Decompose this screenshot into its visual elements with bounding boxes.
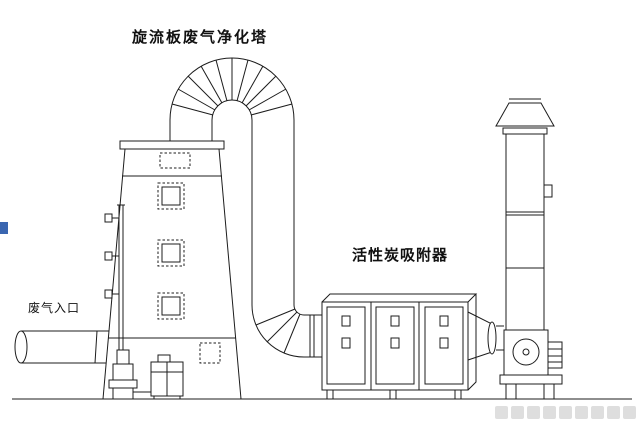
label-adsorber: 活性炭吸附器 — [352, 246, 448, 264]
outlet-reducer — [467, 311, 504, 361]
label-inlet: 废气入口 — [28, 300, 80, 315]
watermark-block — [559, 406, 572, 419]
watermark-block — [623, 406, 636, 419]
scrubber-tower — [102, 140, 242, 400]
watermark-block — [511, 406, 524, 419]
inlet-pipe — [14, 330, 109, 364]
circulation-pump — [108, 349, 151, 399]
watermark — [495, 406, 636, 419]
control-box — [150, 354, 184, 399]
carbon-adsorber — [321, 293, 478, 400]
watermark-block — [591, 406, 604, 419]
watermark-block — [495, 406, 508, 419]
watermark-block — [543, 406, 556, 419]
watermark-block — [527, 406, 540, 419]
gooseneck-duct — [169, 57, 322, 358]
watermark-block — [575, 406, 588, 419]
edge-watermark-mark — [0, 222, 8, 234]
draft-fan — [499, 329, 563, 400]
spray-pipe — [104, 204, 125, 350]
label-tower: 旋流板废气净化塔 — [131, 28, 268, 46]
watermark-block — [607, 406, 620, 419]
